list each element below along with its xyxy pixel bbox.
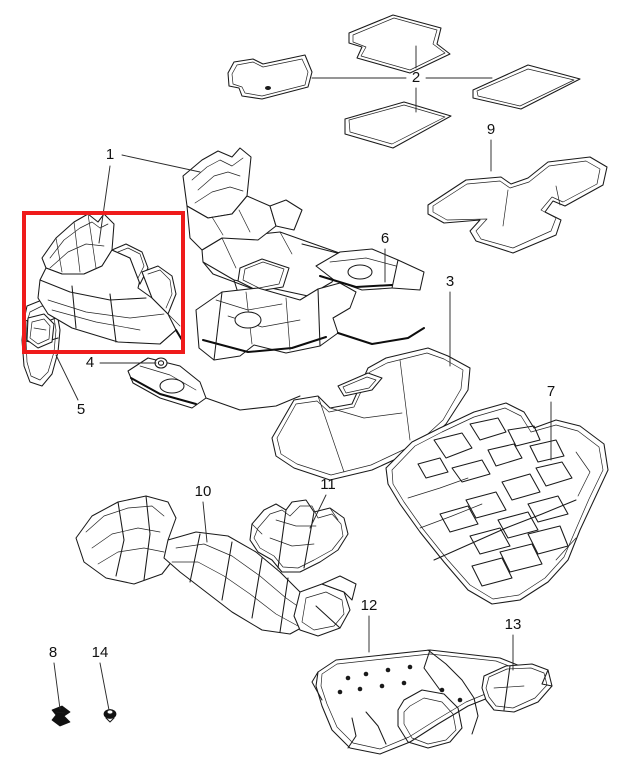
callout-number-4[interactable]: 4 bbox=[86, 354, 94, 371]
leader-line-11-0 bbox=[309, 494, 327, 529]
callout-number-7[interactable]: 7 bbox=[547, 383, 555, 400]
part-2a-floor-mat bbox=[348, 14, 451, 74]
leader-line-8-0 bbox=[53, 662, 61, 710]
leader-line-1-1 bbox=[98, 165, 111, 244]
leader-line-10-0 bbox=[202, 501, 208, 543]
part-13-floor-pan-patch bbox=[481, 663, 553, 713]
part-2c-floor-mat bbox=[344, 101, 452, 149]
silencer-hole-right bbox=[347, 264, 373, 280]
part-2b-floor-mat bbox=[227, 54, 313, 100]
callout-number-3[interactable]: 3 bbox=[446, 273, 454, 290]
callout-leaders-layer bbox=[53, 45, 552, 711]
callout-number-13[interactable]: 13 bbox=[505, 616, 522, 633]
selected-part-highlight-box[interactable] bbox=[22, 211, 185, 354]
part-9-cargo-carpet bbox=[427, 156, 608, 254]
callout-number-10[interactable]: 10 bbox=[195, 483, 212, 500]
part-12-floor-pan-panel bbox=[311, 649, 521, 755]
callout-number-8[interactable]: 8 bbox=[49, 644, 57, 661]
callout-number-14[interactable]: 14 bbox=[92, 644, 109, 661]
part-8-retainer-clip bbox=[51, 705, 71, 727]
part-1-alt-front-carpet bbox=[182, 147, 346, 307]
callout-number-5[interactable]: 5 bbox=[77, 401, 85, 418]
callout-number-2[interactable]: 2 bbox=[412, 69, 420, 86]
part-7-rear-silencer-pad bbox=[385, 402, 609, 605]
carpet-seat-slot bbox=[337, 372, 383, 397]
leader-line-14-0 bbox=[99, 662, 110, 711]
callout-number-6[interactable]: 6 bbox=[381, 230, 389, 247]
callout-number-9[interactable]: 9 bbox=[487, 121, 495, 138]
part-2d-floor-mat bbox=[472, 64, 581, 110]
callout-number-1[interactable]: 1 bbox=[106, 146, 114, 163]
part-1-front-carpet-highlighted bbox=[26, 213, 183, 349]
part-10-tunnel-insulator bbox=[75, 495, 357, 637]
part-11-tunnel-front-section bbox=[249, 499, 349, 573]
callout-number-11[interactable]: 11 bbox=[320, 476, 336, 493]
part-6-front-silencer-pad bbox=[127, 248, 425, 411]
mat-heel-pad-dot bbox=[265, 86, 271, 90]
leader-line-1-0 bbox=[121, 154, 201, 173]
part-4-grommet bbox=[154, 357, 168, 369]
leader-line-5-0 bbox=[55, 354, 79, 401]
callout-number-12[interactable]: 12 bbox=[361, 597, 378, 614]
part-14-push-pin-nut bbox=[103, 709, 117, 723]
silencer-hole-center bbox=[234, 311, 262, 329]
silencer-hole-left bbox=[159, 378, 185, 394]
